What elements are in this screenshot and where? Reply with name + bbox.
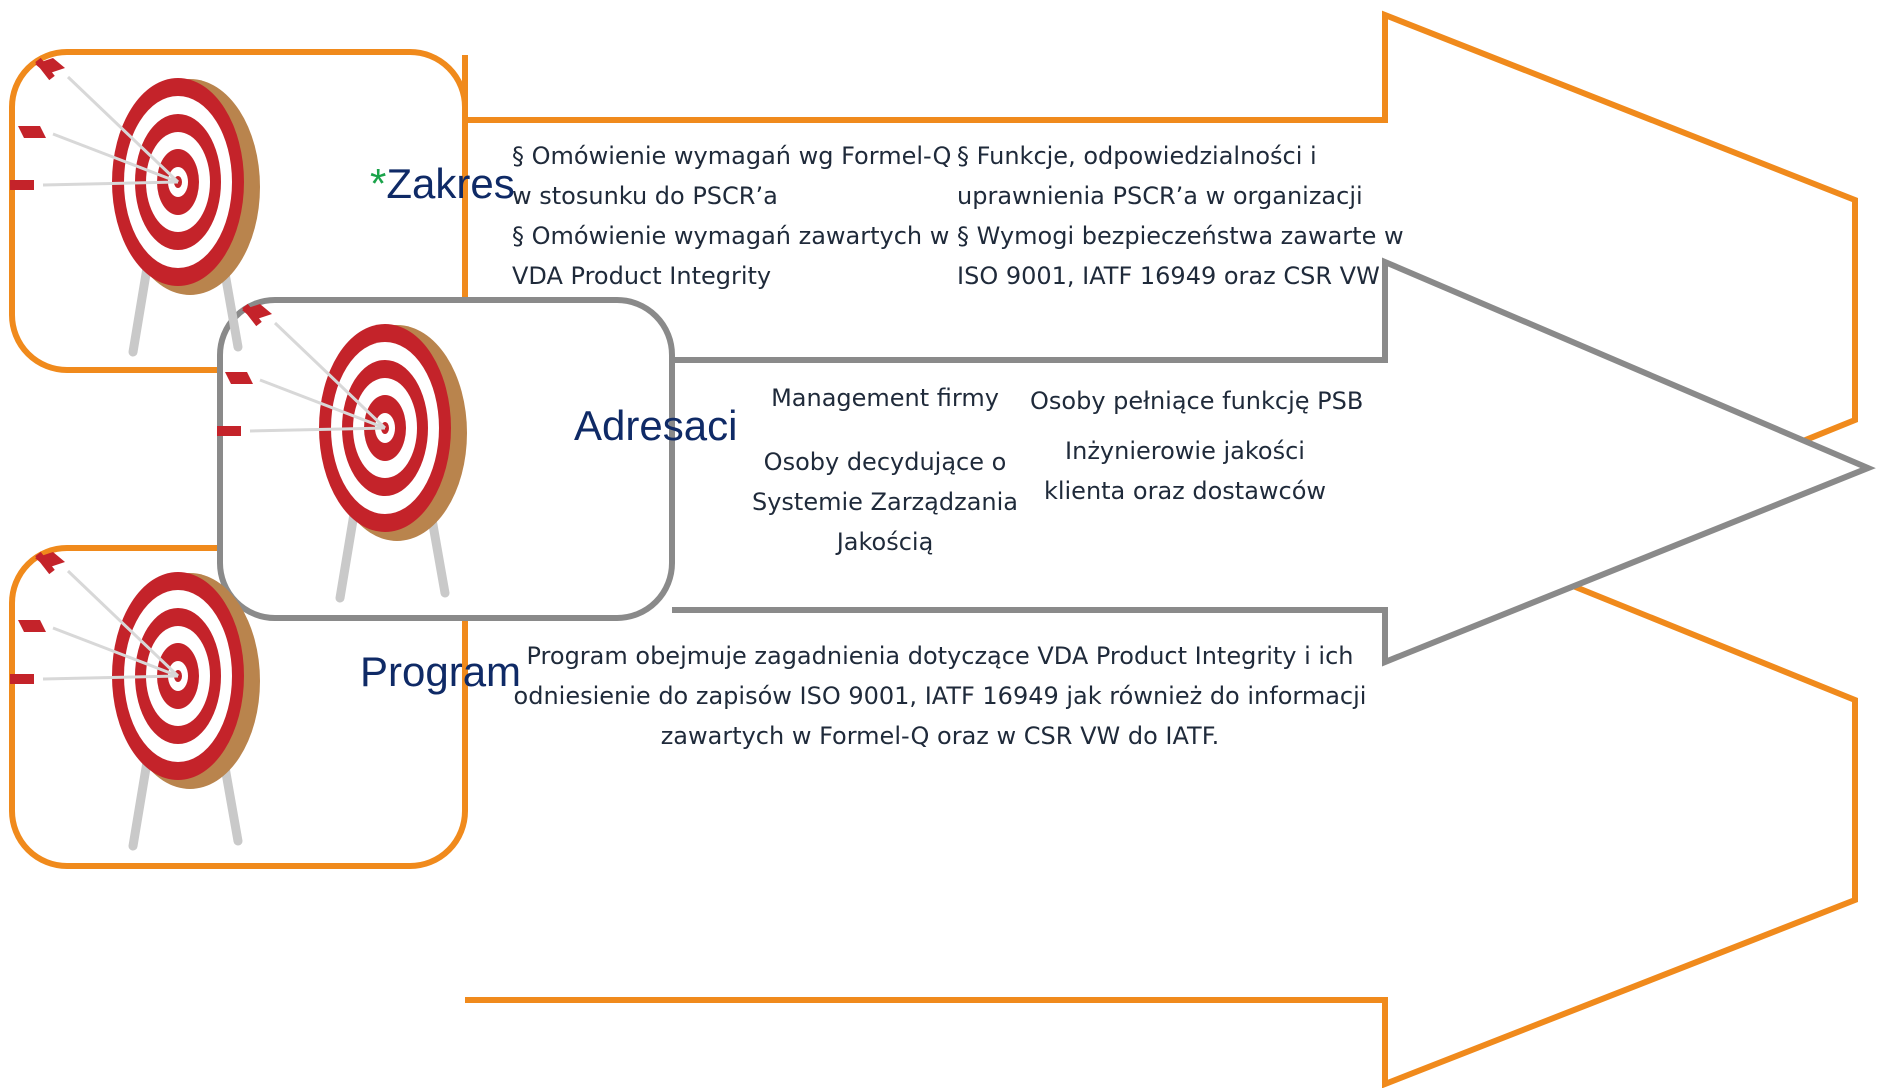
adresaci-item-2: Osoby pełniące funkcję PSB [1030, 387, 1364, 415]
adresaci-title: Adresaci [574, 402, 738, 449]
zakres-item-2: § Funkcje, odpowiedzialności i uprawnien… [957, 142, 1363, 210]
adresaci-item-3: Osoby decydujące o Systemie Zarządzania … [751, 448, 1018, 556]
program-title: Program [360, 648, 522, 695]
program-description: Program obejmuje zagadnienia dotyczące V… [513, 642, 1367, 750]
zakres-item-3: § Omówienie wymagań zawartych w VDA Prod… [512, 222, 950, 290]
adresaci-item-4: Inżynierowie jakości klienta oraz dostaw… [1043, 437, 1327, 505]
zakres-item-1: § Omówienie wymagań wg Formel-Q w stosun… [512, 142, 952, 210]
zakres-item-4: § Wymogi bezpieczeństwa zawarte w ISO 90… [957, 222, 1404, 290]
adresaci-arrow [672, 257, 1876, 667]
zakres-title: *Zakres [370, 160, 515, 207]
asterisk: * [370, 160, 387, 207]
adresaci-item-1: Management firmy [771, 384, 999, 412]
